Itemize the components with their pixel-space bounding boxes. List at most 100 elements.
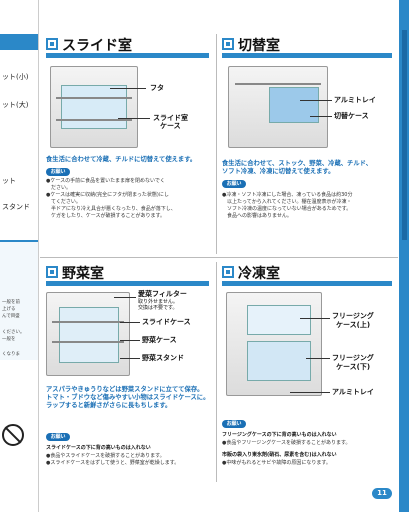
note-line: ●ケースは確実に収納(完全にフタが閉まった状態)にし bbox=[46, 192, 169, 198]
note-line: ●中味がもれるとサビや故障の原因になります。 bbox=[222, 460, 331, 466]
right-edge-bar bbox=[399, 0, 409, 512]
note-line: ●食品やスライドケースを破損することがあります。 bbox=[46, 453, 165, 459]
callout-freezing-case-upper: フリージング bbox=[332, 312, 374, 320]
callout-filter: 愛菜フィルター bbox=[138, 290, 187, 298]
freezer-room-title: 冷凍室 bbox=[238, 266, 280, 282]
callout-line bbox=[310, 116, 332, 117]
section-square-icon bbox=[46, 266, 58, 278]
callout-line bbox=[114, 297, 136, 298]
switch-room-title: 切替室 bbox=[238, 38, 280, 54]
left-strip-note: ください。 bbox=[2, 330, 25, 335]
freezing-case-lower-image bbox=[247, 341, 311, 381]
left-strip-item: スタンド bbox=[2, 203, 30, 211]
shelf-line bbox=[56, 97, 132, 99]
switch-room-headline: ソフト冷凍、冷凍に切替えて使えます。 bbox=[222, 168, 335, 175]
left-strip-note: んで目盛 bbox=[2, 314, 20, 319]
left-strip-note: くなりま bbox=[2, 352, 20, 357]
title-underline-bar bbox=[222, 281, 392, 286]
slide-room-headline: 食生活に合わせて冷蔵、チルドに切替えて使えます。 bbox=[46, 156, 197, 163]
title-underline-bar bbox=[46, 53, 209, 58]
row-separator bbox=[40, 257, 398, 258]
callout-vegetable-case: 野菜ケース bbox=[142, 336, 177, 344]
callout-line bbox=[290, 392, 330, 393]
left-strip-header-bar bbox=[0, 34, 38, 50]
shelf-line bbox=[51, 341, 125, 343]
callout-line bbox=[306, 358, 330, 359]
switch-case-image bbox=[269, 87, 319, 123]
note-line: ●ケースの手前に食品を置いたまま扉を閉めないでく bbox=[46, 178, 165, 184]
shelf-line bbox=[234, 83, 322, 85]
title-underline-bar bbox=[222, 53, 392, 58]
vegetable-case-image bbox=[59, 307, 119, 363]
note-line: ●冷凍・ソフト冷凍にした場合、凍っている食品は約30分 bbox=[222, 192, 353, 198]
left-strip-item: ット bbox=[2, 177, 16, 185]
left-strip-item: ット(小) bbox=[2, 73, 29, 81]
prohibition-icon bbox=[2, 424, 24, 446]
left-strip-note: 一般を bbox=[2, 337, 16, 342]
note-bold: スライドケースの下に背の高いものは入れない bbox=[46, 445, 151, 451]
request-badge: お願い bbox=[46, 168, 70, 176]
callout-filter-note: 交換は不要です。 bbox=[138, 305, 178, 311]
column-separator bbox=[216, 34, 217, 254]
callout-freezing-case-lower: ケース(下) bbox=[336, 363, 371, 371]
callout-line bbox=[300, 100, 332, 101]
switch-room-headline: 食生活に合わせて、ストック、野菜、冷蔵、チルド、 bbox=[222, 160, 372, 167]
callout-slide-room: スライド室 bbox=[153, 114, 188, 122]
callout-case: ケース bbox=[160, 122, 181, 130]
callout-lid: フタ bbox=[150, 84, 164, 92]
note-line: ●食品やフリージングケースを破損することがあります。 bbox=[222, 440, 351, 446]
slide-room-title: スライド室 bbox=[62, 38, 132, 54]
callout-slide-case: スライドケース bbox=[142, 318, 191, 326]
callout-aluminum-tray: アルミトレイ bbox=[334, 96, 376, 104]
callout-line bbox=[118, 118, 150, 119]
left-strip-box bbox=[0, 240, 38, 360]
callout-freezing-case-lower: フリージング bbox=[332, 354, 374, 362]
vegetable-room-headline: トマト・ブドウなど傷みやすい小物はスライドケースに。 bbox=[46, 394, 210, 401]
slide-room-illustration bbox=[50, 66, 138, 148]
shelf-line bbox=[51, 321, 125, 323]
note-bold: フリージングケースの下に背の高いものは入れない bbox=[222, 432, 337, 438]
left-strip-item: ット(大) bbox=[2, 101, 29, 109]
section-square-icon bbox=[222, 38, 234, 50]
right-edge-tab bbox=[402, 30, 407, 240]
callout-aluminum-tray: アルミトレイ bbox=[332, 388, 374, 396]
vegetable-room-illustration bbox=[46, 292, 130, 376]
callout-line bbox=[300, 318, 330, 319]
note-line: ださい。 bbox=[46, 185, 72, 191]
left-page-strip: ット(小) ット(大) ット スタンド 一般を前 上げる んで目盛 ください。 … bbox=[0, 0, 38, 512]
callout-line bbox=[110, 88, 146, 89]
request-badge: お願い bbox=[222, 180, 246, 188]
note-bold: 市販の袋入り東氷剤(硝石、尿素を含む)は入れない bbox=[222, 452, 337, 458]
note-line: てください。 bbox=[46, 199, 81, 205]
column-separator bbox=[216, 262, 217, 482]
page-divider bbox=[38, 0, 39, 512]
vegetable-room-headline: アスパラやきゅうりなどは野菜スタンドに立てて保存。 bbox=[46, 386, 204, 393]
page-number: 11 bbox=[372, 488, 392, 499]
callout-vegetable-stand: 野菜スタンド bbox=[142, 354, 184, 362]
switch-room-illustration bbox=[228, 66, 328, 148]
note-line: 以上たってから入れてください。棚在温度表示が冷凍・ bbox=[222, 199, 352, 205]
section-square-icon bbox=[222, 266, 234, 278]
left-strip-note: 上げる bbox=[2, 307, 16, 312]
callout-line bbox=[120, 322, 140, 323]
note-line: 食品への影響はありません。 bbox=[222, 213, 292, 219]
section-square-icon bbox=[46, 38, 58, 50]
callout-freezing-case-upper: ケース(上) bbox=[336, 321, 371, 329]
vegetable-room-title: 野菜室 bbox=[62, 266, 104, 282]
note-line: 半ドアになり冷え具合が悪くなったり、食品が落下し、 bbox=[46, 206, 176, 212]
callout-switch-case: 切替ケース bbox=[334, 112, 369, 120]
freezer-room-illustration bbox=[226, 292, 322, 396]
callout-line bbox=[120, 358, 140, 359]
slide-case-image bbox=[61, 85, 127, 129]
left-strip-note: 一般を前 bbox=[2, 300, 20, 305]
title-underline-bar bbox=[46, 281, 209, 286]
note-line: ケガをしたり、ケースが破損することがあります。 bbox=[46, 213, 166, 219]
request-badge: お願い bbox=[222, 420, 246, 428]
note-line: ●スライドケースをはずして使うと、野菜室が乾燥します。 bbox=[46, 460, 180, 466]
note-line: ソフト冷凍の温度になっていない場合があるためです。 bbox=[222, 206, 352, 212]
request-badge: お願い bbox=[46, 433, 70, 441]
callout-line bbox=[120, 340, 140, 341]
callout-filter-note: 取り外せません。 bbox=[138, 299, 178, 305]
shelf-line bbox=[56, 119, 132, 121]
vegetable-room-headline: ラップすると新鮮さがさらに長もちします。 bbox=[46, 402, 172, 409]
